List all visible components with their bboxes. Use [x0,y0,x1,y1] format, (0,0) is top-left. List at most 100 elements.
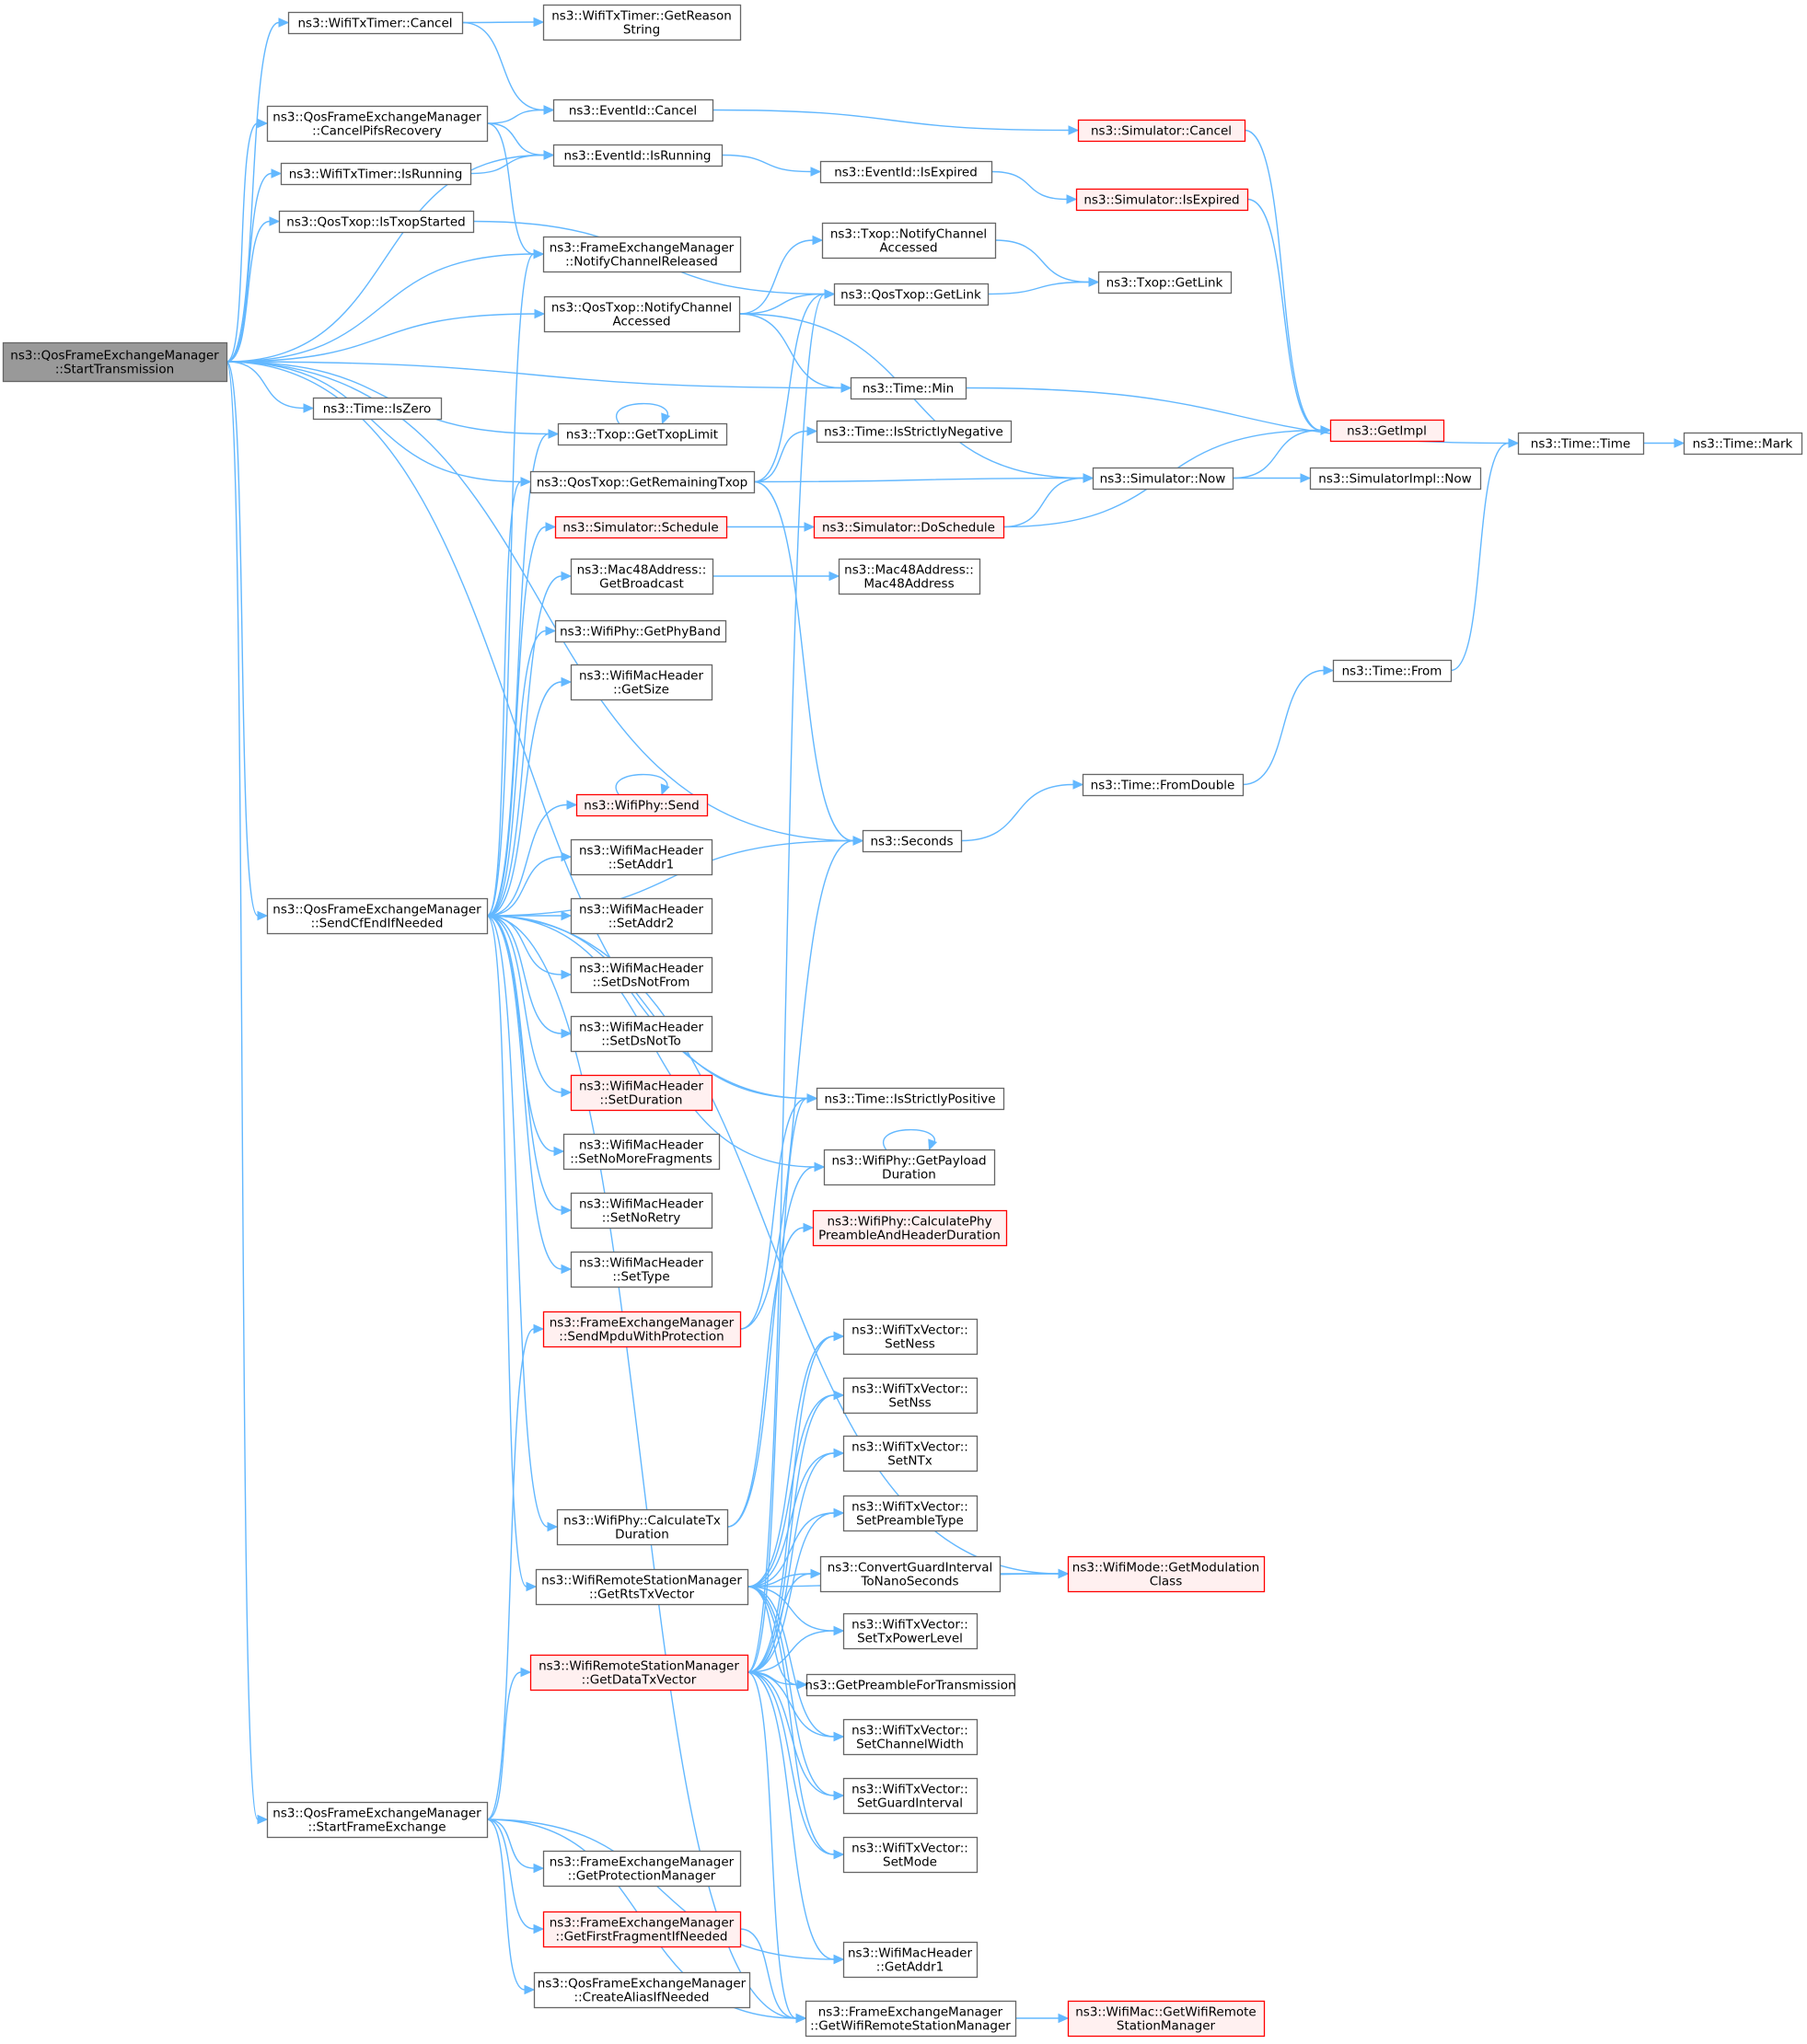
node-macGetWRSM[interactable]: ns3::WifiMac::GetWifiRemoteStationManage… [1067,2000,1266,2038]
node-getRemTxop[interactable]: ns3::QosTxop::GetRemainingTxop [529,470,756,494]
node-getWRSM[interactable]: ns3::FrameExchangeManager::GetWifiRemote… [805,2000,1017,2038]
node-phySend[interactable]: ns3::WifiPhy::Send [575,793,709,817]
node-fromDouble[interactable]: ns3::Time::FromDouble [1082,773,1245,797]
node-getTxopLimit[interactable]: ns3::Txop::GetTxopLimit [557,422,728,446]
node-box [842,1318,979,1356]
node-timeMark[interactable]: ns3::Time::Mark [1683,432,1803,456]
node-box [278,210,475,234]
call-edge-getDataTxVector-to-setMode [747,1671,845,1860]
node-label-line: ns3::FrameExchangeManager [550,241,735,256]
node-setPreambleType[interactable]: ns3::WifiTxVector::SetPreambleType [842,1495,979,1532]
node-getAddr1[interactable]: ns3::WifiMacHeader::GetAddr1 [842,1941,979,1979]
node-setNss[interactable]: ns3::WifiTxVector::SetNss [842,1377,979,1415]
node-cancelPifs[interactable]: ns3::QosFrameExchangeManager::CancelPifs… [266,105,489,143]
node-setChanWidth[interactable]: ns3::WifiTxVector::SetChannelWidth [842,1718,979,1756]
node-getRtsTxVector[interactable]: ns3::WifiRemoteStationManager::GetRtsTxV… [535,1568,749,1606]
node-box [535,1568,749,1606]
node-sendMpdu[interactable]: ns3::FrameExchangeManager::SendMpduWithP… [542,1311,742,1348]
call-edge-cancelPifs-to-evCancel [486,105,555,124]
node-doSchedule[interactable]: ns3::Simulator::DoSchedule [813,515,1005,539]
node-calcPhyPreamble[interactable]: ns3::WifiPhy::CalculatePhyPreambleAndHea… [812,1209,1008,1247]
node-startFrameEx[interactable]: ns3::QosFrameExchangeManager::StartFrame… [266,1801,489,1839]
node-setGI[interactable]: ns3::WifiTxVector::SetGuardInterval [842,1777,979,1815]
node-box [842,1836,979,1874]
call-edge-startFrameEx-to-createAlias [486,1819,536,1995]
node-setDuration[interactable]: ns3::WifiMacHeader::SetDuration [570,1074,713,1112]
node-getDataTxVector[interactable]: ns3::WifiRemoteStationManager::GetDataTx… [529,1654,749,1692]
node-setNoRetry[interactable]: ns3::WifiMacHeader::SetNoRetry [570,1192,713,1230]
node-label-line: ns3::WifiTxTimer::GetReason [551,9,732,24]
node-seconds[interactable]: ns3::Seconds [862,829,963,853]
node-setNoMoreFrag[interactable]: ns3::WifiMacHeader::SetNoMoreFragments [562,1133,721,1171]
node-timeTime[interactable]: ns3::Time::Time [1517,432,1645,456]
node-label-line: ns3::WifiTxVector:: [851,1783,968,1797]
node-root[interactable]: ns3::QosFrameExchangeManager::StartTrans… [2,341,228,383]
call-edge-simSchedule-to-doSchedule [726,522,816,532]
node-label-line: ns3::WifiMacHeader [579,1256,704,1271]
node-box [1683,432,1803,456]
node-getPhyBand[interactable]: ns3::WifiPhy::GetPhyBand [554,619,727,643]
node-timeFrom[interactable]: ns3::Time::From [1332,659,1453,683]
node-evCancel[interactable]: ns3::EventId::Cancel [552,98,714,122]
node-label-line: String [623,23,660,38]
node-qosGetLink[interactable]: ns3::QosTxop::GetLink [833,283,990,306]
node-evIsRunning[interactable]: ns3::EventId::IsRunning [552,144,724,167]
node-sendCfEnd[interactable]: ns3::QosFrameExchangeManager::SendCfEndI… [266,897,489,935]
node-label-line: ns3::Simulator::Schedule [562,521,718,536]
node-label-line: ::NotifyChannelReleased [565,255,718,270]
node-txCancel[interactable]: ns3::WifiTxTimer::Cancel [287,11,464,35]
node-setNTx[interactable]: ns3::WifiTxVector::SetNTx [842,1435,979,1472]
node-setTxPower[interactable]: ns3::WifiTxVector::SetTxPowerLevel [842,1612,979,1650]
node-getImpl[interactable]: ns3::GetImpl [1329,419,1445,443]
node-timeMin[interactable]: ns3::Time::Min [850,376,967,400]
node-label-line: ns3::Time::IsStrictlyPositive [824,1092,995,1107]
call-graph-nodes: ns3::QosFrameExchangeManager::StartTrans… [2,4,1803,2038]
call-edge-calcTxDur-to-getPayloadDur [726,1161,826,1528]
node-simCancel[interactable]: ns3::Simulator::Cancel [1077,119,1246,143]
node-label-line: ns3::FrameExchangeManager [550,1855,735,1870]
node-evIsExpired[interactable]: ns3::EventId::IsExpired [819,160,993,184]
node-setAddr2[interactable]: ns3::WifiMacHeader::SetAddr2 [570,897,713,935]
call-edge-sendCfEnd-to-phySend [486,800,578,917]
node-label-line: ::GetDataTxVector [582,1673,697,1688]
node-setDsNotFrom[interactable]: ns3::WifiMacHeader::SetDsNotFrom [570,956,713,994]
node-label-line: ns3::EventId::IsRunning [564,149,712,164]
node-getProtMgr[interactable]: ns3::FrameExchangeManager::GetProtection… [542,1850,742,1888]
node-mac48[interactable]: ns3::Mac48Address::Mac48Address [838,558,981,595]
node-isTxopStarted[interactable]: ns3::QosTxop::IsTxopStarted [278,210,475,234]
node-isZero[interactable]: ns3::Time::IsZero [312,397,443,421]
node-setType[interactable]: ns3::WifiMacHeader::SetType [570,1251,713,1288]
call-edge-getDataTxVector-to-setNess [747,1331,845,1673]
node-isStrictlyNeg[interactable]: ns3::Time::IsStrictlyNegative [816,420,1013,444]
node-box [842,1435,979,1472]
node-hdrGetSize[interactable]: ns3::WifiMacHeader::GetSize [570,664,713,701]
node-txIsRunning[interactable]: ns3::WifiTxTimer::IsRunning [280,162,472,186]
node-isStrictlyPos[interactable]: ns3::Time::IsStrictlyPositive [816,1087,1005,1111]
node-simSchedule[interactable]: ns3::Simulator::Schedule [554,515,728,539]
node-setDsNotTo[interactable]: ns3::WifiMacHeader::SetDsNotTo [570,1015,713,1053]
node-implNow[interactable]: ns3::SimulatorImpl::Now [1309,467,1482,491]
node-box [850,376,967,400]
node-label-line: ns3::WifiTxVector:: [851,1618,968,1633]
node-txopGetLink[interactable]: ns3::Txop::GetLink [1097,271,1233,294]
node-label-line: ::SetAddr1 [608,858,675,872]
node-setNess[interactable]: ns3::WifiTxVector::SetNess [842,1318,979,1356]
node-getBroadcast[interactable]: ns3::Mac48Address::GetBroadcast [570,558,714,595]
node-setMode[interactable]: ns3::WifiTxVector::SetMode [842,1836,979,1874]
node-setAddr1[interactable]: ns3::WifiMacHeader::SetAddr1 [570,838,713,876]
node-createAlias[interactable]: ns3::QosFrameExchangeManager::CreateAlia… [533,1971,751,2009]
node-getPreambleTx[interactable]: ns3::GetPreambleForTransmission [805,1673,1016,1697]
node-getFirstFrag[interactable]: ns3::FrameExchangeManager::GetFirstFragm… [542,1911,742,1948]
node-femNotifyRel[interactable]: ns3::FrameExchangeManager::NotifyChannel… [542,236,742,273]
node-box [570,1192,713,1230]
node-simNow[interactable]: ns3::Simulator::Now [1092,467,1234,491]
node-label-line: ns3::Simulator::Now [1100,472,1226,487]
node-simIsExpired[interactable]: ns3::Simulator::IsExpired [1075,188,1249,212]
